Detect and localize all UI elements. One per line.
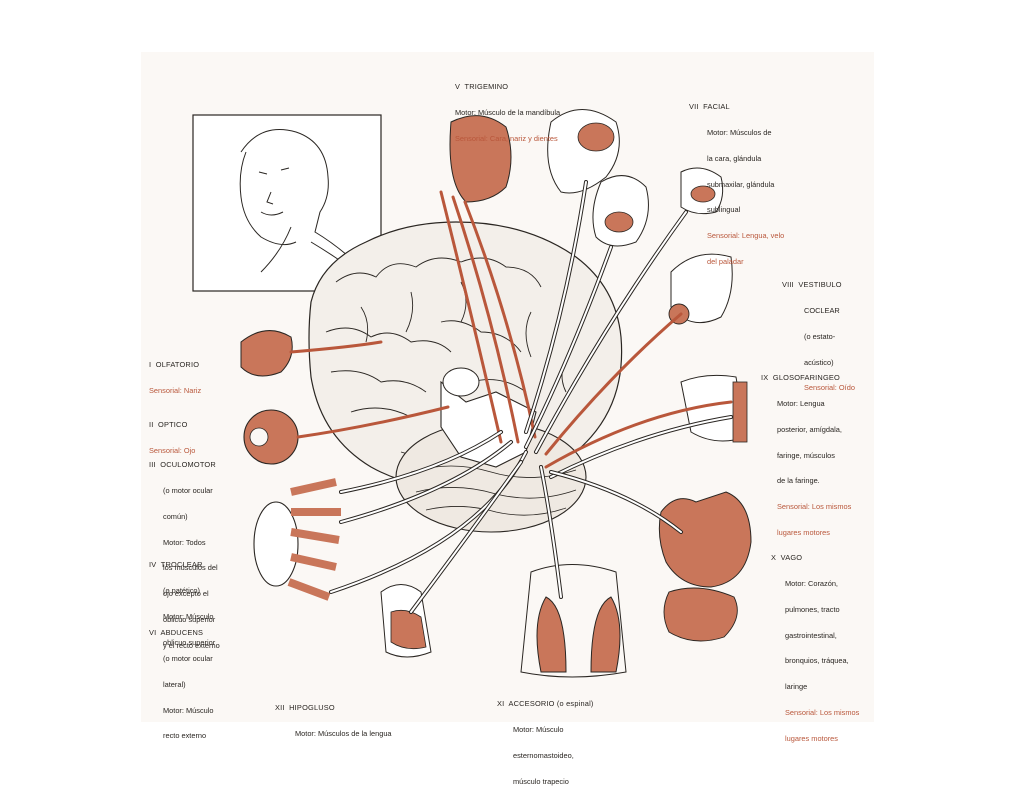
nerve-line: los músculos del	[163, 563, 218, 573]
nerve-name: VII FACIAL	[689, 102, 730, 112]
nerve-sensory: lugares motores	[777, 527, 830, 537]
nerve-line: (o motor ocular	[163, 653, 213, 663]
nerve-sensory: Sensorial: Lengua, velo	[707, 231, 785, 241]
nerve-line: Motor: Todos	[163, 537, 206, 547]
nerve-name: VI ABDUCENS	[149, 628, 204, 638]
nerve-name: V TRIGEMINO	[455, 82, 509, 92]
nerve-line: esternomastoideo,	[513, 750, 574, 760]
nerve-line: COCLEAR	[804, 305, 840, 315]
nerve-line: lateral)	[163, 679, 186, 689]
nerve-line: Motor: Músculo	[513, 724, 564, 734]
brain	[308, 221, 623, 533]
nerve-name: VIII VESTIBULO	[782, 280, 842, 290]
nerve-line: recto externo	[163, 731, 207, 741]
nerve-line: oblicuo superior	[163, 614, 216, 624]
nerve-line: faringe, músculos	[777, 450, 835, 460]
nerve-name: III OCULOMOTOR	[149, 460, 216, 470]
nerve-line: acústico)	[804, 357, 834, 367]
nerve-line: sublingual	[707, 205, 741, 215]
label-facial: VII FACIAL Motor: Músculos de la cara, g…	[689, 86, 784, 284]
nerve-line: posterior, amígdala,	[777, 424, 842, 434]
label-hipogluso: XII HIPOGLUSO Motor: Músculos de la leng…	[275, 687, 392, 756]
nerve-name: X VAGO	[771, 553, 803, 563]
nerve-line: gastrointestinal,	[785, 630, 837, 640]
nerve-line: laringe	[785, 682, 808, 692]
nerve-name: IV TROCLEAR	[149, 560, 203, 570]
nerve-line: de la faringe.	[777, 476, 820, 486]
nerve-line: (o estato-	[804, 331, 836, 341]
anatomy-plate: V TRIGEMINO Motor: Músculo de la mandíbu…	[141, 52, 874, 785]
nerve-line: (o motor ocular	[163, 485, 213, 495]
nerve-line: músculo trapecio	[513, 776, 569, 786]
cranial-nerves-illustration	[192, 109, 752, 678]
nerve-sensory: lugares motores	[785, 733, 838, 743]
label-troclear: IV TROCLEAR (o patético) Motor: Músculo …	[149, 544, 215, 664]
nerve-line: ojo excepto el	[163, 589, 209, 599]
nerve-sensory: Sensorial: Los mismos	[777, 502, 852, 512]
nerve-sensory: Sensorial: Nariz	[149, 385, 202, 395]
nerve-line: pulmones, tracto	[785, 604, 840, 614]
nerve-line: (o patético)	[163, 585, 200, 595]
nerve-line: Motor: Músculo	[163, 611, 214, 621]
nerve-line: submaxilar, glándula	[707, 179, 775, 189]
nerve-line: Motor: Músculos de	[707, 127, 772, 137]
nerve-line: Motor: Músculos de la lengua	[295, 728, 392, 738]
label-accesorio: XI ACCESORIO (o espinal) Motor: Músculo …	[497, 683, 594, 803]
nerve-sensory: Sensorial: Oído	[804, 383, 855, 393]
nerve-line: Motor: Músculo	[163, 705, 214, 715]
nerve-sensory: del paladar	[707, 256, 744, 266]
nerve-sensory: Sensorial: Los mismos	[785, 707, 860, 717]
nerve-line: Motor: Corazón,	[785, 578, 838, 588]
nerve-line: y el recto externo	[163, 640, 220, 650]
label-abducens: VI ABDUCENS (o motor ocular lateral) Mot…	[149, 612, 214, 758]
head-inset	[192, 114, 382, 292]
organs	[240, 109, 752, 678]
nerve-name: IX GLOSOFARINGEO	[761, 373, 840, 383]
nerve-line: común)	[163, 511, 188, 521]
nerve-sensory: Sensorial: Ojo	[149, 445, 196, 455]
nerve-line: bronquios, tráquea,	[785, 656, 849, 666]
nerve-line: Motor: Músculo de la mandíbula	[455, 107, 561, 117]
nerve-sensory: Sensorial: Cara, nariz y dientes	[455, 133, 558, 143]
nerve-name: II OPTICO	[149, 420, 188, 430]
nerve-line: Motor: Lengua	[777, 398, 825, 408]
label-trigemino: V TRIGEMINO Motor: Músculo de la mandíbu…	[455, 66, 560, 161]
nerve-name: I OLFATORIO	[149, 360, 200, 370]
nerve-line: oblicuo superior	[163, 637, 216, 647]
label-oculomotor: III OCULOMOTOR (o motor ocular común) Mo…	[149, 444, 220, 667]
nerve-line: la cara, glándula	[707, 153, 762, 163]
label-olfatorio: I OLFATORIO Sensorial: Nariz	[149, 344, 201, 413]
label-vestibulo: VIII VESTIBULO COCLEAR (o estato- acústi…	[782, 264, 855, 410]
nerve-name: XII HIPOGLUSO	[275, 703, 335, 713]
label-glosofaringeo: IX GLOSOFARINGEO Motor: Lengua posterior…	[761, 357, 851, 555]
nerve-fibers	[289, 180, 733, 614]
label-optico: II OPTICO Sensorial: Ojo	[149, 404, 195, 473]
nerve-name: XI ACCESORIO (o espinal)	[497, 699, 594, 709]
label-vago: X VAGO Motor: Corazón, pulmones, tracto …	[771, 537, 859, 760]
